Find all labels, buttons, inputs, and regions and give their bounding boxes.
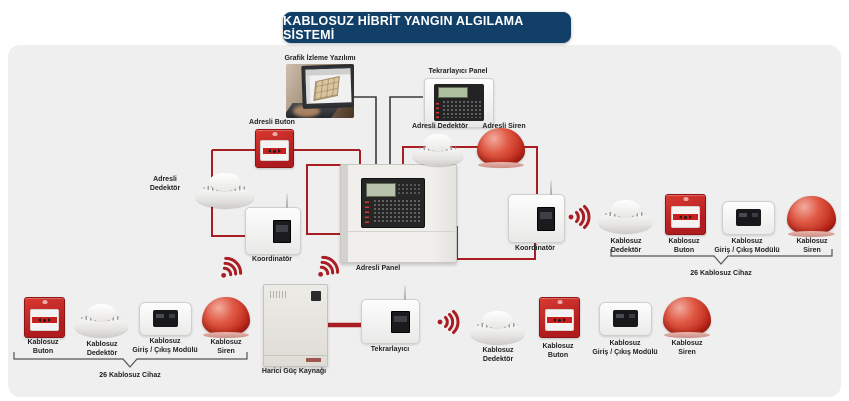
label-repeater: Tekrarlayıcı [370, 346, 410, 353]
coordinator-device-right [508, 180, 565, 243]
graphics-monitoring-laptop [286, 64, 354, 118]
flame-icon [557, 300, 562, 304]
label-addressable-detector: Adresli Dedektör [149, 176, 181, 192]
wireless-call-point [665, 194, 706, 235]
wireless-signal-icon [436, 310, 460, 334]
label-device-count: 26 Kablosuz Cihaz [99, 372, 161, 379]
wireless-smoke-detector [599, 200, 652, 233]
label-graphics-software: Grafik İzleme Yazılımı [284, 55, 356, 62]
laptop-screen [301, 64, 354, 109]
label-addressable-siren: Adresli Siren [482, 123, 526, 130]
label-external-power-supply: Harici Güç Kaynağı [261, 368, 327, 375]
wireless-io-module [599, 302, 652, 336]
group-brace-right [610, 249, 833, 265]
wireless-smoke-detector [471, 311, 524, 344]
addressable-smoke-detector [413, 134, 463, 166]
status-leds [365, 199, 369, 224]
wireless-call-point [539, 297, 580, 338]
wireless-siren [663, 297, 711, 338]
status-leds [436, 99, 440, 118]
wireless-siren [202, 297, 250, 338]
addressable-fire-panel [340, 164, 457, 263]
antenna [549, 180, 552, 195]
repeater-panel-device [424, 78, 494, 128]
lcd-display [437, 87, 469, 98]
page-title: KABLOSUZ HİBRİT YANGIN ALGILAMA SİSTEMİ [283, 12, 571, 43]
panel-keypad [361, 178, 425, 228]
group-brace-bottom-left [13, 352, 248, 368]
label-addressable-panel: Adresli Panel [355, 265, 401, 272]
wireless-siren [787, 196, 836, 237]
label-coordinator: Koordinatör [514, 245, 556, 252]
wired-loop-right [402, 146, 538, 200]
label-coordinator: Koordinatör [251, 256, 293, 263]
addressable-call-point [255, 129, 294, 168]
flame-icon [272, 132, 277, 136]
wireless-io-module [139, 302, 192, 336]
wired-loop-left-return [306, 164, 349, 235]
coordinator-device-left [245, 193, 301, 255]
floorplan-graphic [313, 75, 341, 102]
flame-icon [683, 197, 688, 201]
external-power-supply [263, 284, 328, 367]
label-addressable-detector: Adresli Dedektör [411, 123, 469, 130]
label-device-count: 26 Kablosuz Cihaz [690, 270, 752, 277]
antenna [404, 285, 407, 300]
addressable-smoke-detector [196, 173, 254, 208]
wireless-io-module [722, 201, 775, 235]
wireless-call-point [24, 297, 65, 338]
label-addressable-button: Adresli Buton [249, 119, 295, 126]
repeater-device [361, 285, 420, 344]
data-cables [352, 96, 423, 166]
wireless-signal-icon [567, 205, 591, 229]
lcd-display [366, 183, 396, 197]
wired-loop-right-return [456, 226, 536, 260]
label-repeater-panel: Tekrarlayıcı Panel [428, 68, 488, 75]
antenna [286, 193, 289, 208]
flame-icon [42, 300, 47, 304]
addressable-siren [477, 128, 525, 168]
wireless-smoke-detector [75, 304, 128, 337]
